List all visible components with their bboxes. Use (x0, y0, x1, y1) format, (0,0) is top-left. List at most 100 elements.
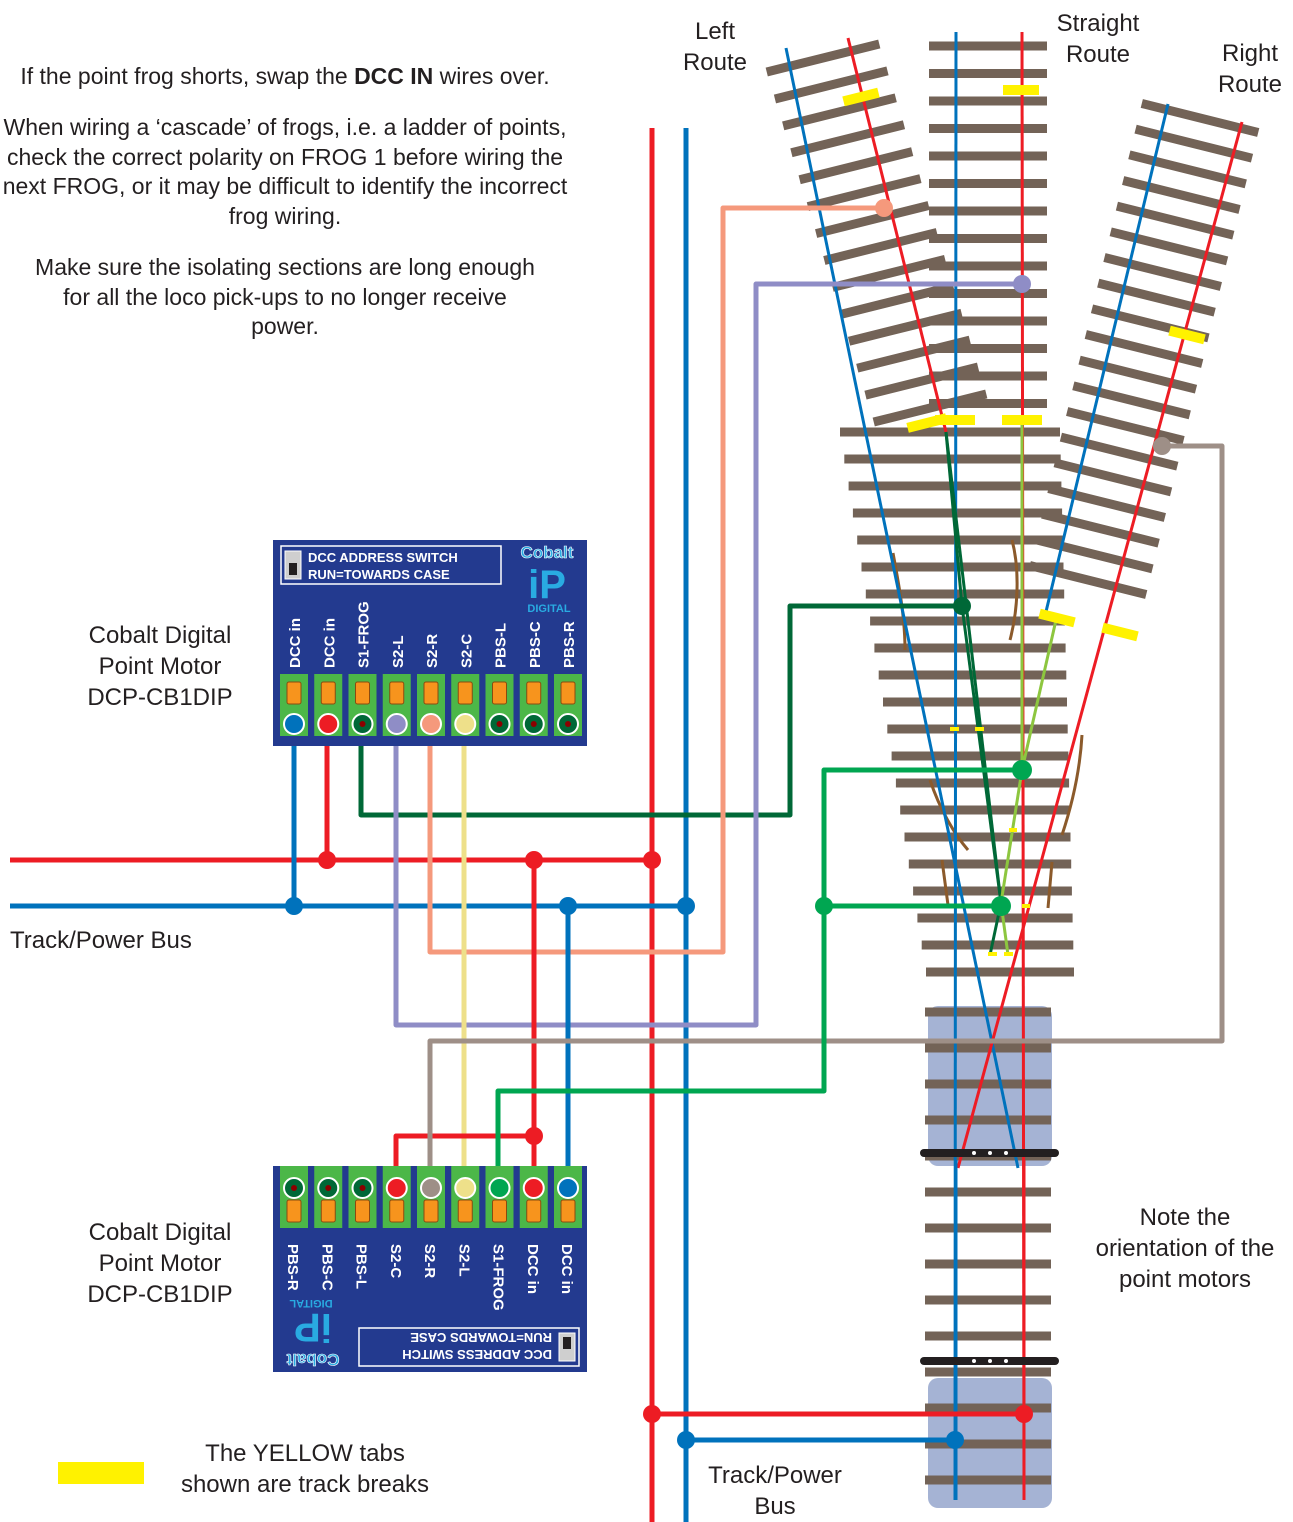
sleeper (917, 913, 1073, 923)
sleeper (1066, 407, 1185, 445)
sleeper (925, 1079, 1051, 1089)
frog-rails (944, 420, 1058, 956)
terminal-label: S2-L (455, 1244, 472, 1277)
terminal-label: PBS-C (527, 621, 544, 668)
terminal-label: DCC in (524, 1244, 541, 1294)
sleeper (1122, 176, 1241, 214)
sleeper (895, 778, 1070, 788)
terminal-label: PBS-R (561, 621, 578, 668)
sleeper (1034, 535, 1154, 574)
terminal-pbs-c[interactable]: PBS-C (314, 1166, 343, 1291)
brand-digital: DIGITAL (289, 1297, 332, 1309)
legend-swatch (58, 1462, 144, 1484)
brand-logo: iP (528, 563, 566, 607)
terminal-s2-l[interactable]: S2-L (451, 1166, 480, 1277)
terminal-s2-r[interactable]: S2-R (417, 1166, 445, 1278)
terminal-label: S2-C (387, 1244, 404, 1278)
sleeper (773, 66, 889, 104)
sleeper (904, 832, 1071, 842)
sleeper (929, 206, 1047, 216)
throw-bars (920, 1149, 1059, 1365)
throw-bar-pins (972, 1151, 1008, 1363)
sleeper (823, 228, 938, 265)
sleeper (798, 147, 914, 185)
sleeper (815, 201, 930, 238)
sleeper (1134, 124, 1254, 163)
sleeper (847, 308, 963, 346)
sleeper (925, 1043, 1051, 1053)
sleeper (929, 41, 1047, 51)
junction-dots (285, 199, 1171, 1449)
terminal-dcc-in[interactable]: DCC in (314, 618, 343, 736)
sleeper (839, 281, 955, 319)
sleeper (929, 234, 1047, 243)
terminal-s1-frog[interactable]: S1-FROG (485, 1166, 514, 1311)
sleeper (925, 1367, 1051, 1377)
sleeper (929, 151, 1047, 161)
sleeper (929, 289, 1047, 298)
sleeper (929, 69, 1047, 78)
sleeper (1115, 201, 1235, 240)
terminal-s2-c[interactable]: S2-C (451, 634, 480, 736)
sleeper (1128, 150, 1247, 189)
terminal-label: S1-FROG (356, 601, 373, 668)
point-motor-top: DCC ADDRESS SWITCH RUN=TOWARDS CASE Coba… (273, 540, 587, 746)
sleeper (925, 1259, 1051, 1269)
terminal-label: S2-C (458, 634, 475, 668)
sleeper (921, 940, 1074, 950)
terminal-s2-c[interactable]: S2-C (382, 1166, 411, 1278)
note-frog-shorts: If the point frog shorts, swap the DCC I… (20, 63, 550, 89)
sleeper (765, 39, 881, 77)
track-breaks (842, 85, 1206, 956)
terminal-label: DCC in (321, 618, 338, 668)
terminal-label: S1-FROG (490, 1244, 507, 1311)
terminal-s2-l[interactable]: S2-L (382, 635, 411, 736)
sleeper (1103, 253, 1222, 291)
sleeper (926, 967, 1074, 977)
terminal-pbs-r[interactable]: PBS-R (554, 621, 582, 736)
brand-cobalt: Cobalt (286, 1350, 339, 1369)
sleeper (806, 174, 922, 212)
sleeper (1078, 355, 1198, 394)
terminal-s1-frog[interactable]: S1-FROG (348, 601, 377, 736)
terminal-pbs-r[interactable]: PBS-R (280, 1166, 308, 1291)
note-isolating: Make sure the isolating sections are lon… (35, 254, 535, 340)
sleeper (929, 371, 1047, 381)
sleeper (929, 179, 1047, 188)
sleeper (925, 1115, 1051, 1125)
terminal-label: PBS-L (493, 623, 510, 668)
terminal-pbs-c[interactable]: PBS-C (519, 621, 548, 736)
terminal-label: S2-R (424, 634, 441, 668)
sleeper (852, 508, 1063, 518)
sleeper (925, 1007, 1051, 1017)
terminal-s2-r[interactable]: S2-R (417, 634, 445, 736)
sleeper (925, 1403, 1051, 1413)
sleeper (925, 1439, 1051, 1449)
sleeper (891, 751, 1069, 761)
sleeper (1140, 99, 1260, 137)
sleeper (782, 93, 897, 131)
switch-line-2: RUN=TOWARDS CASE (410, 1330, 552, 1345)
note-cascade: When wiring a ‘cascade’ of frogs, i.e. a… (2, 114, 568, 229)
sleeper (864, 362, 980, 400)
terminal-dcc-in[interactable]: DCC in (554, 1166, 582, 1294)
terminal-pbs-l[interactable]: PBS-L (485, 623, 514, 736)
sleeper (840, 427, 1060, 437)
terminal-label: S2-R (421, 1244, 438, 1278)
terminal-dcc-in[interactable]: DCC in (519, 1166, 548, 1294)
sleeper (925, 1475, 1051, 1485)
sleeper (1109, 227, 1229, 266)
terminal-pbs-l[interactable]: PBS-L (348, 1166, 377, 1289)
terminal-label: DCC in (287, 618, 304, 668)
sleeper (913, 886, 1072, 896)
sleeper (929, 261, 1047, 271)
sleeper (929, 124, 1047, 133)
brand-logo: iP (294, 1305, 332, 1349)
sleeper (925, 1295, 1051, 1305)
terminal-dcc-in[interactable]: DCC in (280, 618, 308, 736)
